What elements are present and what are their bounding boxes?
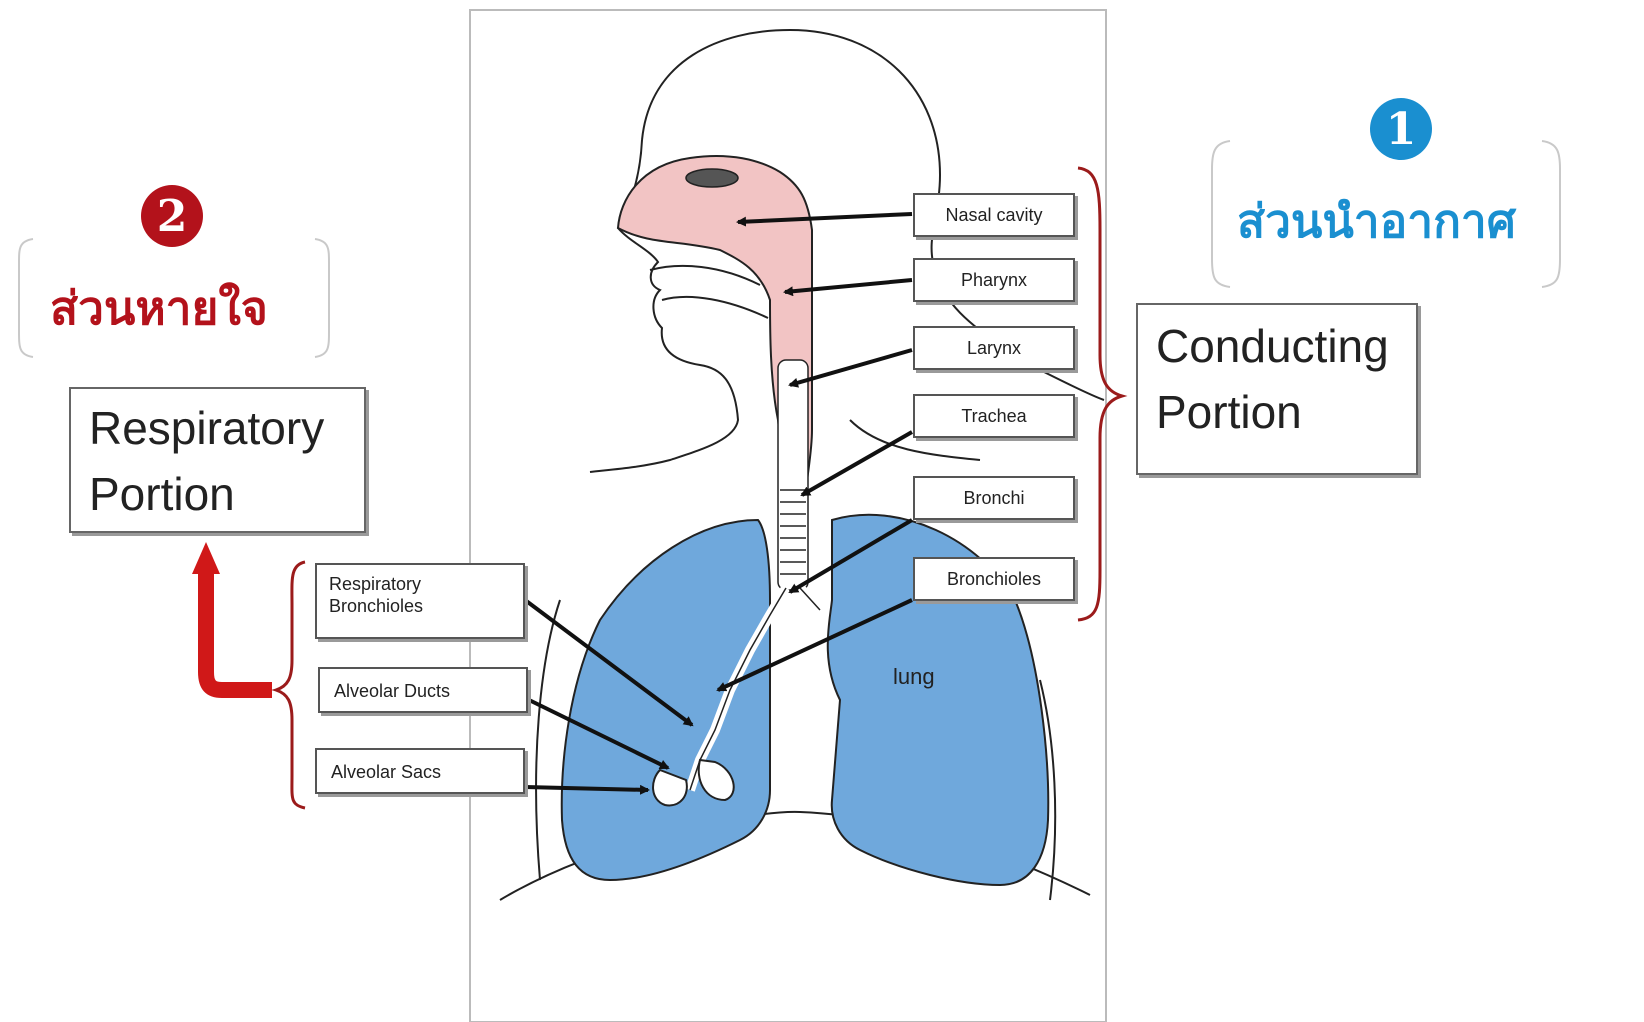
label-respiratory-bronchioles: Respiratory Bronchioles [315, 563, 525, 639]
red-up-arrow [206, 570, 272, 690]
arrow-trachea [802, 432, 912, 495]
nasal-opening [686, 169, 738, 187]
mouth-line [650, 266, 760, 285]
label-nasal-cavity: Nasal cavity [913, 193, 1075, 237]
trachea [778, 360, 808, 590]
conducting-bracket [1078, 168, 1122, 620]
label-bronchioles: Bronchioles [913, 557, 1075, 601]
label-bronchi: Bronchi [913, 476, 1075, 520]
label-alveolar-sacs: Alveolar Sacs [315, 748, 525, 794]
label-alveolar-ducts: Alveolar Ducts [318, 667, 528, 713]
label-larynx: Larynx [913, 326, 1075, 370]
label-trachea: Trachea [913, 394, 1075, 438]
label-pharynx: Pharynx [913, 258, 1075, 302]
red-up-arrowhead [192, 542, 220, 574]
respiratory-bracket [276, 562, 305, 808]
tongue-line [662, 297, 768, 318]
lung-label: lung [893, 664, 935, 689]
right-lung [562, 520, 770, 880]
